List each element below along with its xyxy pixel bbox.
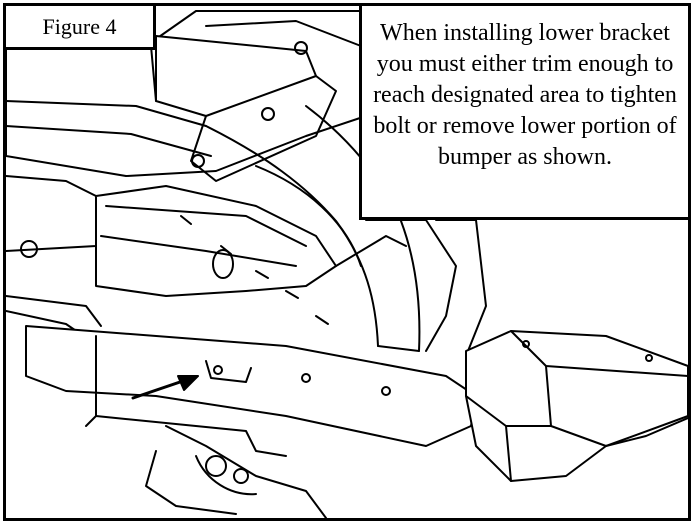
figure-frame: Figure 4 When installing lower bracket y… xyxy=(3,3,691,521)
bumper-line-drawing xyxy=(6,10,688,518)
installation-note: When installing lower bracket you must e… xyxy=(359,6,688,220)
figure-label: Figure 4 xyxy=(6,6,156,50)
